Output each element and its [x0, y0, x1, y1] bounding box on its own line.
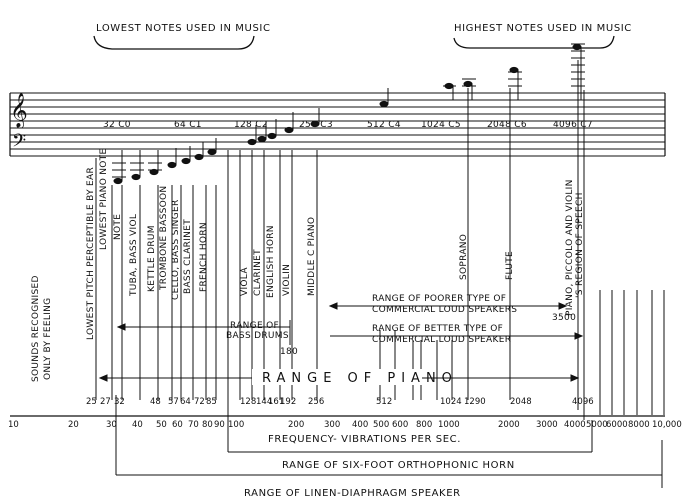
svg-text:512: 512 — [376, 397, 392, 407]
linen-range-label: RANGE OF LINEN-DIAPHRAGM SPEAKER — [244, 488, 461, 499]
range-arrows — [98, 302, 663, 488]
bass-clef-icon: 𝄢 — [12, 131, 26, 156]
bass-drums-label-2: BASS DRUMS — [226, 331, 289, 341]
instrument-label: BASS CLARINET — [183, 219, 193, 294]
svg-text:2048: 2048 — [510, 397, 532, 407]
better-range-label: RANGE OF BETTER TYPE OF — [372, 324, 503, 334]
svg-text:50: 50 — [156, 420, 167, 430]
bass-staff — [10, 127, 665, 157]
instrument-labels: LOWEST PITCH PERCEPTIBLE BY EAR LOWEST P… — [86, 149, 585, 340]
svg-text:256: 256 — [308, 397, 324, 407]
svg-text:10: 10 — [8, 420, 19, 430]
staff-label: 512 C4 — [367, 120, 401, 130]
svg-text:70: 70 — [188, 420, 199, 430]
svg-text:500: 500 — [373, 420, 389, 430]
instrument-label: ENGLISH HORN — [266, 225, 276, 298]
piano-range-label: RANGE OF PIANO — [262, 371, 458, 386]
treble-clef-icon: 𝄞 — [10, 93, 28, 129]
bass-drums-end: 180 — [280, 347, 298, 357]
instrument-label: CLARINET — [253, 249, 263, 296]
svg-text:60: 60 — [172, 420, 183, 430]
highest-notes-bracket — [453, 35, 615, 49]
lowest-notes-bracket — [93, 35, 255, 50]
svg-text:64: 64 — [180, 397, 191, 407]
svg-text:40: 40 — [132, 420, 143, 430]
instrument-label: TUBA, BASS VIOL — [129, 214, 139, 297]
svg-text:800: 800 — [416, 420, 432, 430]
poorer-range-end: 3500 — [552, 313, 576, 323]
bass-drums-label: RANGE OF — [230, 321, 279, 331]
svg-text:1024: 1024 — [440, 397, 462, 407]
svg-text:144: 144 — [256, 397, 272, 407]
svg-text:1290: 1290 — [464, 397, 486, 407]
instrument-label: FRENCH HORN — [199, 222, 209, 292]
svg-text:161: 161 — [268, 397, 284, 407]
ledger-lines — [112, 43, 585, 178]
instrument-label: VIOLA — [240, 267, 250, 296]
svg-text:48: 48 — [150, 397, 161, 407]
svg-text:4000: 4000 — [564, 420, 586, 430]
svg-text:300: 300 — [324, 420, 340, 430]
instrument-label: SOPRANO — [459, 234, 469, 280]
highest-notes-header: HIGHEST NOTES USED IN MUSIC — [454, 23, 632, 34]
instrument-label: FLUTE — [505, 251, 515, 280]
svg-text:32: 32 — [114, 397, 125, 407]
staff-label: 32 C0 — [103, 120, 131, 130]
svg-text:85: 85 — [206, 397, 217, 407]
staff-label: 1024 C5 — [421, 120, 461, 130]
staff-label: 4096 C7 — [553, 120, 593, 130]
svg-text:100: 100 — [228, 420, 244, 430]
axis-ticks: 10 20 30 40 50 60 70 80 90 100 200 300 4… — [8, 420, 682, 430]
svg-text:20: 20 — [68, 420, 79, 430]
instrument-label: NOTE — [113, 214, 123, 240]
svg-text:5000: 5000 — [586, 420, 608, 430]
svg-text:6000: 6000 — [606, 420, 628, 430]
instrument-label: TROMBONE BASSOON — [159, 186, 169, 291]
svg-text:3000: 3000 — [536, 420, 558, 430]
poorer-range-label: RANGE OF POORER TYPE OF — [372, 294, 506, 304]
poorer-range-label-2: COMMERCIAL LOUD SPEAKERS — [372, 305, 517, 315]
svg-text:90: 90 — [214, 420, 225, 430]
instrument-label: LOWEST PIANO NOTE — [99, 149, 109, 250]
piano-ticks: 25 27 32 48 57 64 72 85 128 144 161 192 … — [86, 397, 594, 407]
svg-text:10,000: 10,000 — [652, 420, 682, 430]
feeling-label: SOUNDS RECOGNISED ONLY BY FEELING — [31, 275, 53, 382]
treble-staff — [10, 92, 665, 122]
instrument-label: CELLO, BASS SINGER — [171, 199, 181, 300]
staff-label: 64 C1 — [174, 120, 202, 130]
better-range-label-2: COMMERCIAL LOUD SPEAKER — [372, 335, 511, 345]
svg-text:27: 27 — [100, 397, 111, 407]
svg-text:72: 72 — [194, 397, 205, 407]
svg-text:SOUNDS RECOGNISED: SOUNDS RECOGNISED — [31, 275, 41, 382]
svg-text:192: 192 — [280, 397, 296, 407]
lowest-notes-header: LOWEST NOTES USED IN MUSIC — [96, 23, 271, 34]
svg-text:30: 30 — [106, 420, 117, 430]
frequency-axis-label: FREQUENCY- VIBRATIONS PER SEC. — [268, 434, 461, 445]
instrument-label: 'S REGION OF SPEECH — [575, 192, 585, 298]
instrument-label: PIANO, PICCOLO AND VIOLIN — [565, 179, 575, 316]
svg-text:400: 400 — [352, 420, 368, 430]
svg-text:200: 200 — [288, 420, 304, 430]
svg-text:4096: 4096 — [572, 397, 594, 407]
svg-text:8000: 8000 — [628, 420, 650, 430]
svg-text:1000: 1000 — [438, 420, 460, 430]
svg-text:80: 80 — [202, 420, 213, 430]
svg-text:57: 57 — [168, 397, 179, 407]
instrument-label: LOWEST PITCH PERCEPTIBLE BY EAR — [86, 167, 96, 340]
orthophonic-range-label: RANGE OF SIX-FOOT ORTHOPHONIC HORN — [282, 460, 515, 471]
instrument-label: MIDDLE C PIANO — [307, 217, 317, 296]
svg-text:2000: 2000 — [498, 420, 520, 430]
music-notes — [113, 43, 582, 185]
instrument-label: VIOLIN — [282, 264, 292, 296]
svg-text:128: 128 — [240, 397, 256, 407]
staff-label: 2048 C6 — [487, 120, 527, 130]
svg-text:ONLY BY FEELING: ONLY BY FEELING — [43, 298, 53, 380]
staff-label: 128 C2 — [234, 120, 268, 130]
svg-text:600: 600 — [392, 420, 408, 430]
svg-text:25: 25 — [86, 397, 97, 407]
instrument-label: KETTLE DRUM — [147, 225, 157, 292]
